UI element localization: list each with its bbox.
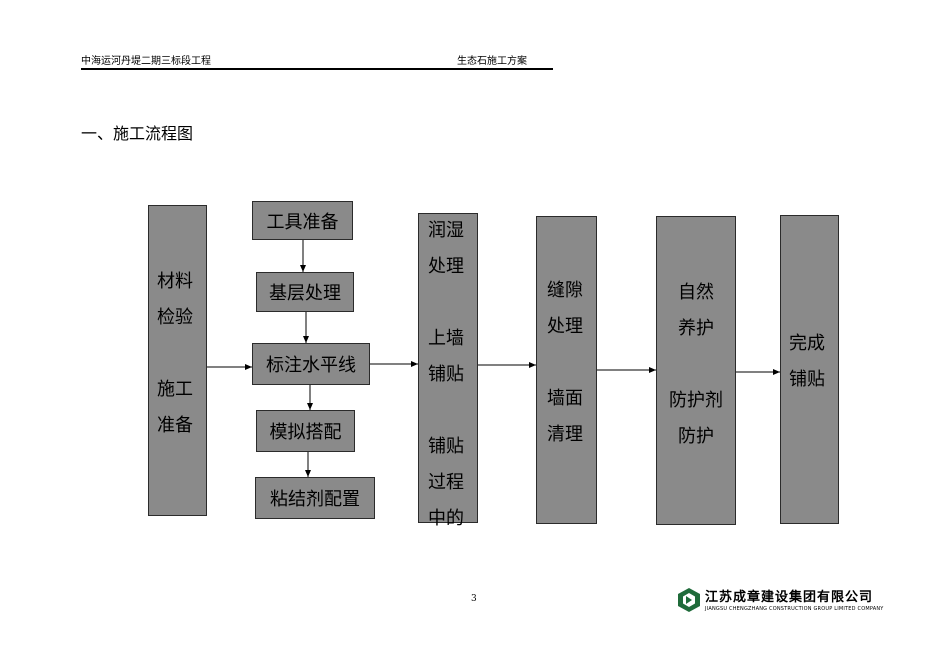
flow-box-wetting-laying xyxy=(418,213,478,523)
flow-box-level-line: 标注水平线 xyxy=(252,343,370,385)
header-left-project-name: 中海运河丹堤二期三标段工程 xyxy=(81,56,211,67)
flow-box-joint-cleaning xyxy=(536,216,597,524)
company-logo: 江苏成章建设集团有限公司 JIANGSU CHENGZHANG CONSTRUC… xyxy=(677,586,883,618)
flow-text-complete: 完成 铺贴 xyxy=(789,333,825,390)
flow-box-tools-prep: 工具准备 xyxy=(252,201,353,240)
flow-box-complete xyxy=(780,215,839,524)
flow-label-tools-prep: 工具准备 xyxy=(266,211,339,233)
flow-label-mock-match: 模拟搭配 xyxy=(269,422,342,443)
flow-label-level-line: 标注水平线 xyxy=(266,355,356,376)
flow-box-curing-protection xyxy=(656,216,736,525)
flow-box-mock-match: 模拟搭配 xyxy=(256,410,355,452)
flow-label-adhesive-mix: 粘结剂配置 xyxy=(270,489,360,510)
company-name-cn: 江苏成章建设集团有限公司 xyxy=(705,590,874,605)
flow-box-base-treatment: 基层处理 xyxy=(256,272,354,312)
page-number: 3 xyxy=(471,594,477,604)
flow-text-wetting-laying: 润湿 处理 上墙 铺贴 铺贴 过程 中的 xyxy=(428,220,464,529)
section-title: 一、施工流程图 xyxy=(81,124,194,143)
flow-text-material-inspection: 材料 检验 施工 准备 xyxy=(157,271,193,436)
flow-box-material-inspection xyxy=(148,205,207,516)
company-logo-mark-icon xyxy=(678,588,700,612)
header-rule xyxy=(81,68,553,70)
flow-text-curing-protection: 自然 养护 防护剂 防护 xyxy=(669,282,723,447)
flow-box-adhesive-mix: 粘结剂配置 xyxy=(255,477,375,519)
flow-text-joint-cleaning: 缝隙 处理 墙面 清理 xyxy=(547,280,583,445)
header-right-document-title: 生态石施工方案 xyxy=(457,56,527,67)
flow-label-base-treatment: 基层处理 xyxy=(269,283,341,304)
company-name-en: JIANGSU CHENGZHANG CONSTRUCTION GROUP LI… xyxy=(705,606,884,612)
